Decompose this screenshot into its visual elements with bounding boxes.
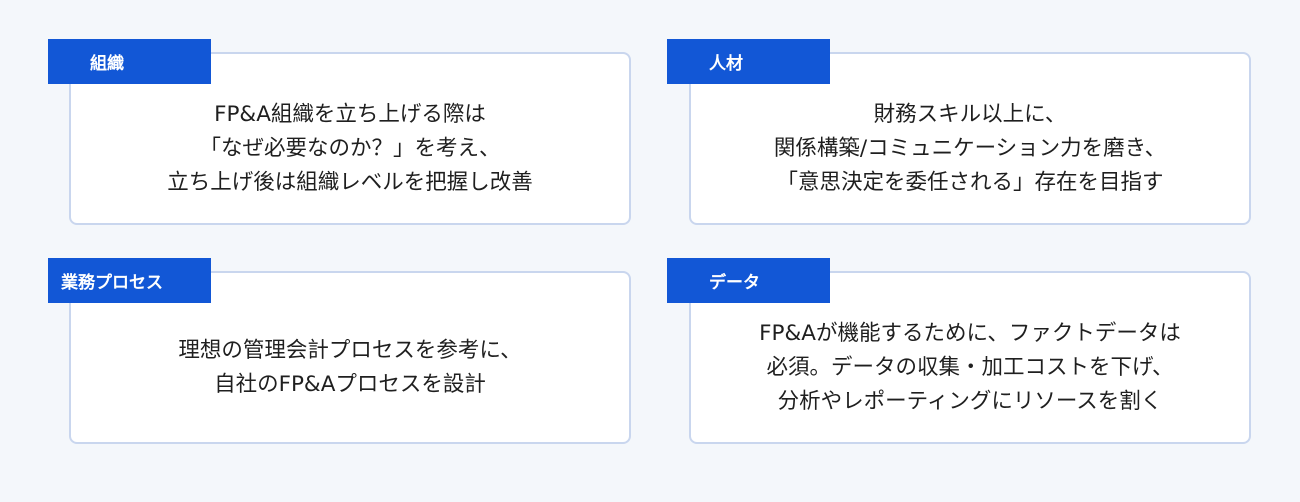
card-body: FP&Aが機能するために、ファクトデータは 必須。データの収集・加工コストを下げ… <box>691 307 1249 428</box>
card-organization: FP&A組織を立ち上げる際は 「なぜ必要なのか？」を考え、 立ち上げ後は組織レベ… <box>69 52 631 225</box>
card-text-line: 「意思決定を委任される」存在を目指す <box>776 169 1164 195</box>
card-text-line: 関係構築/コミュニケーション力を磨き、 <box>773 135 1167 161</box>
card-body: 財務スキル以上に、 関係構築/コミュニケーション力を磨き、 「意思決定を委任され… <box>691 88 1249 209</box>
card-body: FP&A組織を立ち上げる際は 「なぜ必要なのか？」を考え、 立ち上げ後は組織レベ… <box>71 88 629 209</box>
card-label-business-process: 業務プロセス <box>48 258 211 303</box>
card-text-line: 必須。データの収集・加工コストを下げ、 <box>766 354 1174 380</box>
card-text-line: 立ち上げ後は組織レベルを把握し改善 <box>167 169 533 195</box>
card-text-line: 自社のFP&Aプロセスを設計 <box>214 371 486 397</box>
card-text-line: FP&Aが機能するために、ファクトデータは <box>759 320 1181 346</box>
card-text-line: 財務スキル以上に、 <box>873 101 1067 127</box>
card-text-line: FP&A組織を立ち上げる際は <box>214 101 486 127</box>
card-label-talent: 人材 <box>667 39 830 84</box>
card-label-organization: 組織 <box>48 39 211 84</box>
card-label-data: データ <box>667 258 830 303</box>
card-text-line: 「なぜ必要なのか？」を考え、 <box>199 135 501 161</box>
card-text-line: 理想の管理会計プロセスを参考に、 <box>178 337 522 363</box>
card-body: 理想の管理会計プロセスを参考に、 自社のFP&Aプロセスを設計 <box>71 307 629 428</box>
card-text-line: 分析やレポーティングにリソースを割く <box>777 388 1163 414</box>
